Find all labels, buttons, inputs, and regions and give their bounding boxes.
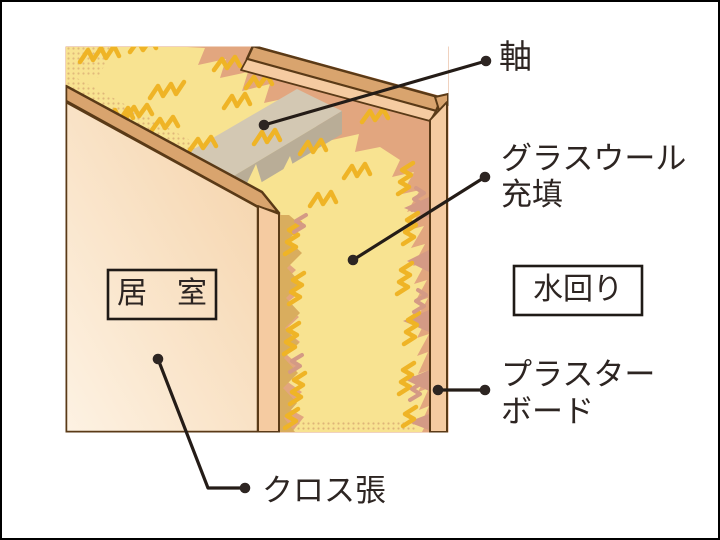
wool-fiber-squiggle bbox=[292, 213, 308, 234]
wet-area-box-border bbox=[512, 264, 644, 317]
wool-fiber-squiggle bbox=[400, 210, 421, 247]
label-wet-area: 水回り bbox=[533, 273, 623, 306]
right-board-cut-edge bbox=[429, 101, 448, 433]
label-plasterboard-line2: ボード bbox=[501, 394, 594, 429]
leader-line-glass-wool bbox=[351, 175, 487, 262]
wool-interface-mustard bbox=[279, 215, 302, 432]
label-stud: 軸 bbox=[499, 38, 532, 75]
leader-dot bbox=[432, 384, 444, 396]
living-room-box-border bbox=[106, 268, 218, 321]
wool-interface-pink-spikes bbox=[403, 197, 429, 430]
leader-dot bbox=[480, 55, 492, 67]
leader-dot bbox=[479, 384, 491, 396]
wool-fiber-squiggle bbox=[211, 54, 243, 73]
wool-fiber-squiggle bbox=[400, 404, 419, 429]
leader-line-cloth-covering bbox=[156, 357, 247, 490]
left-plasterboard bbox=[65, 84, 281, 433]
wool-fiber-squiggle bbox=[286, 270, 307, 307]
label-glass-wool-line2: 充填 bbox=[501, 177, 563, 212]
wool-fiber-squiggle bbox=[395, 160, 416, 197]
living-room-box: 居 室 bbox=[106, 268, 218, 321]
wool-fiber-squiggle bbox=[396, 360, 417, 397]
wool-fiber-squiggle bbox=[288, 353, 304, 374]
leader-dot bbox=[347, 254, 359, 266]
leader-dot bbox=[479, 171, 491, 183]
wool-fiber-squiggle bbox=[412, 288, 428, 314]
wool-fiber-squiggle bbox=[287, 370, 308, 407]
annotations: 軸 グラスウール 充填 水回り プラスター ボード 居 室 クロス張 bbox=[106, 38, 686, 508]
wool-fiber-squiggle bbox=[359, 106, 391, 125]
wool-fiber-squiggle bbox=[297, 137, 329, 157]
leader-line-stud bbox=[262, 59, 488, 127]
label-cloth-covering: クロス張 bbox=[262, 473, 386, 508]
wool-fiber-squiggle bbox=[77, 46, 122, 65]
wool-fiber-squiggle bbox=[341, 161, 373, 181]
leader-dot bbox=[152, 353, 164, 365]
label-glass-wool-line1: グラスウール bbox=[501, 141, 686, 176]
wool-fiber-squiggle bbox=[281, 320, 302, 357]
wool-fiber-squiggle bbox=[401, 310, 422, 347]
wool-fiber-squiggle bbox=[127, 46, 159, 55]
leader-dot bbox=[258, 119, 270, 131]
wool-fibers-gold bbox=[77, 46, 422, 431]
wool-fiber-squiggle bbox=[307, 189, 339, 209]
leader-lines bbox=[156, 59, 488, 490]
left-board-cut-edge bbox=[257, 205, 280, 433]
label-plasterboard-line1: プラスター bbox=[501, 357, 655, 392]
label-living-room: 居 室 bbox=[117, 277, 207, 310]
background-above-wall bbox=[259, 46, 448, 98]
wool-fiber-squiggle bbox=[282, 220, 303, 257]
wool-fiber-squiggle bbox=[251, 127, 283, 147]
right-plasterboard bbox=[240, 46, 449, 433]
wool-fiber-squiggle bbox=[394, 260, 415, 297]
wool-fiber-squiggle bbox=[147, 79, 187, 101]
leader-dot bbox=[239, 482, 251, 494]
wool-fiber-squiggle bbox=[221, 91, 253, 111]
wet-area-box: 水回り bbox=[512, 264, 644, 317]
wool-fiber-squiggle bbox=[187, 134, 219, 153]
wool-fiber-squiggle bbox=[410, 186, 426, 212]
leader-dots bbox=[152, 55, 492, 494]
wool-fiber-squiggle bbox=[149, 114, 181, 133]
wool-fibers-pink bbox=[288, 186, 428, 402]
wool-fiber-squiggle bbox=[408, 376, 424, 402]
wool-fiber-squiggle bbox=[282, 406, 301, 431]
wool-fiber-squiggle bbox=[123, 102, 155, 121]
wool-halftone-bottom bbox=[279, 422, 418, 432]
